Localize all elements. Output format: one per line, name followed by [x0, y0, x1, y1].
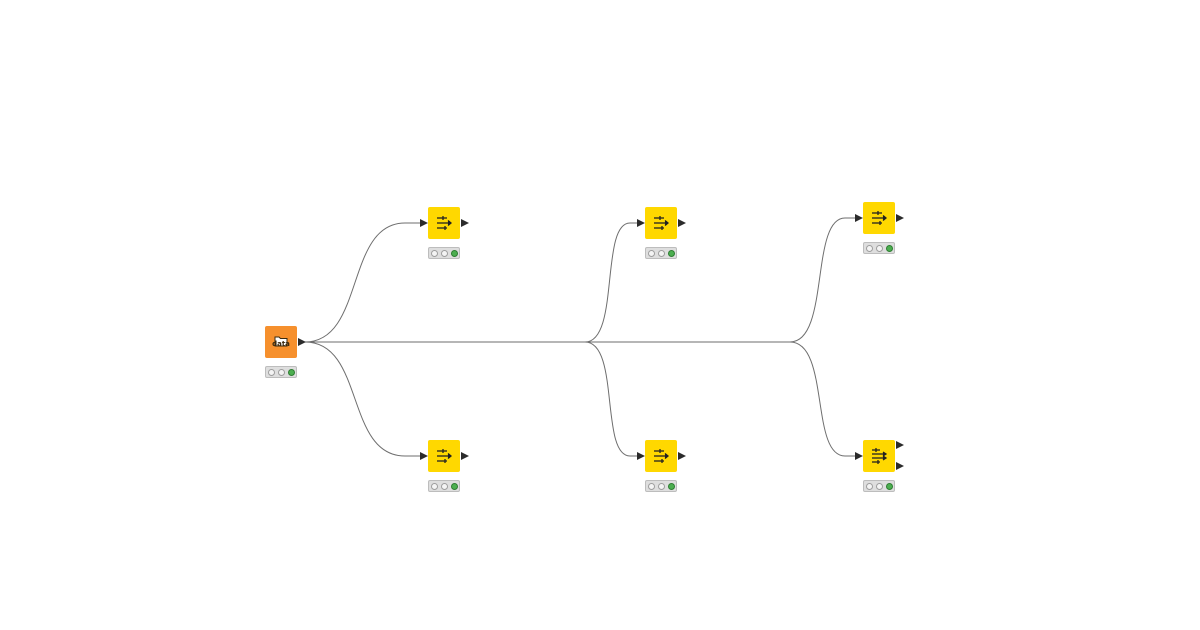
manipulation-node-3[interactable]	[645, 207, 677, 239]
input-port[interactable]	[637, 219, 645, 227]
status-light-off	[648, 483, 655, 490]
column-filter-icon	[872, 211, 888, 225]
status-light-green	[886, 483, 893, 490]
connection-edge[interactable]	[304, 222, 420, 343]
connection-edge[interactable]	[304, 341, 420, 457]
data-icon-label: data	[272, 340, 290, 348]
connection-edge[interactable]	[305, 217, 855, 343]
connection-edge[interactable]	[305, 222, 637, 343]
status-light-off	[278, 369, 285, 376]
node-status-indicator	[645, 247, 677, 259]
node-status-indicator	[428, 480, 460, 492]
node-status-indicator	[428, 247, 460, 259]
output-port[interactable]	[461, 219, 469, 227]
node-status-indicator	[645, 480, 677, 492]
status-light-off	[441, 483, 448, 490]
status-light-green	[451, 483, 458, 490]
status-light-green	[886, 245, 893, 252]
input-port[interactable]	[420, 452, 428, 460]
output-port[interactable]	[298, 338, 306, 346]
input-port[interactable]	[855, 214, 863, 222]
status-light-off	[866, 483, 873, 490]
manipulation-node-1[interactable]	[428, 207, 460, 239]
status-light-off	[866, 245, 873, 252]
status-light-off	[658, 483, 665, 490]
output-port[interactable]	[896, 214, 904, 222]
status-light-off	[268, 369, 275, 376]
status-light-off	[431, 250, 438, 257]
column-filter-icon	[437, 449, 453, 463]
row-splitter-icon	[872, 448, 888, 464]
status-light-green	[451, 250, 458, 257]
data-folder-icon: data	[272, 336, 290, 348]
status-light-green	[288, 369, 295, 376]
source-node[interactable]: data	[265, 326, 297, 358]
output-port-top[interactable]	[896, 441, 904, 449]
connection-edge[interactable]	[305, 341, 855, 457]
node-status-indicator	[863, 242, 895, 254]
input-port[interactable]	[637, 452, 645, 460]
node-status-indicator	[265, 366, 297, 378]
status-light-green	[668, 250, 675, 257]
status-light-off	[876, 245, 883, 252]
column-filter-icon	[654, 216, 670, 230]
manipulation-node-2[interactable]	[428, 440, 460, 472]
status-light-off	[658, 250, 665, 257]
output-port[interactable]	[678, 452, 686, 460]
status-light-off	[441, 250, 448, 257]
column-filter-icon	[437, 216, 453, 230]
status-light-off	[876, 483, 883, 490]
input-port[interactable]	[420, 219, 428, 227]
status-light-off	[431, 483, 438, 490]
manipulation-node-5[interactable]	[863, 202, 895, 234]
splitter-node[interactable]	[863, 440, 895, 472]
node-status-indicator	[863, 480, 895, 492]
connection-edge[interactable]	[305, 341, 637, 457]
output-port[interactable]	[461, 452, 469, 460]
status-light-off	[648, 250, 655, 257]
output-port-bottom[interactable]	[896, 462, 904, 470]
output-port[interactable]	[678, 219, 686, 227]
manipulation-node-4[interactable]	[645, 440, 677, 472]
status-light-green	[668, 483, 675, 490]
column-filter-icon	[654, 449, 670, 463]
input-port[interactable]	[855, 452, 863, 460]
